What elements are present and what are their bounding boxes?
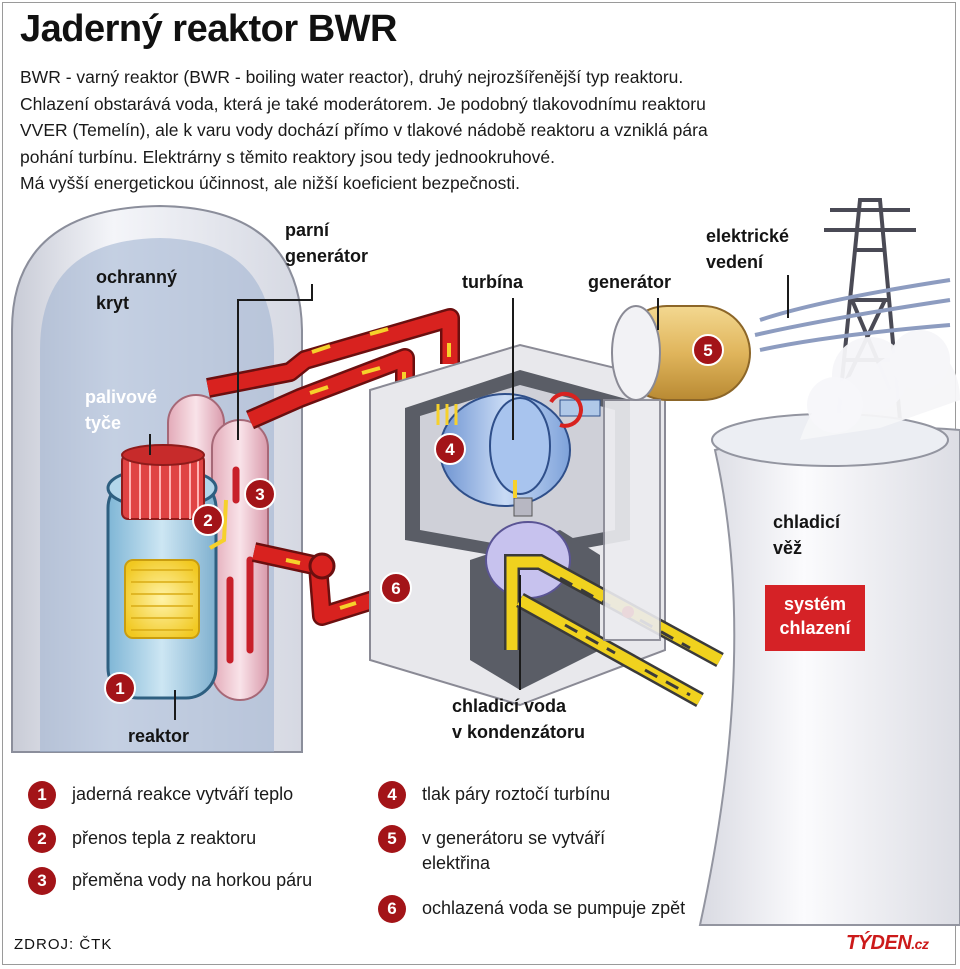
svg-text:6: 6 — [391, 579, 400, 598]
label-elektricke-vedeni: vedení — [706, 252, 764, 272]
legend-badge: 1 — [28, 781, 56, 809]
label-chladici-vez: chladicí — [773, 512, 841, 532]
cooling-system-box — [765, 585, 865, 651]
label-parni-generator: generátor — [285, 246, 368, 266]
intro-line: pohání turbínu. Elektrárny s těmito reak… — [20, 146, 556, 167]
fuel-rods — [121, 444, 205, 520]
legend-badge: 3 — [28, 867, 56, 895]
legend-item-2: 2 přenos tepla z reaktoru — [28, 825, 368, 853]
cooling-tower — [698, 330, 960, 926]
svg-text:5: 5 — [703, 341, 712, 360]
label-ochranny-kryt: ochranný — [96, 267, 177, 287]
legend-text: přeměna vody na horkou páru — [72, 870, 313, 890]
label-chladici-voda: chladicí voda — [452, 696, 567, 716]
legend-item-6: 6 ochlazená voda se pumpuje zpět — [378, 895, 778, 923]
label-palivove-tyce: tyče — [85, 413, 121, 433]
brand-name: TÝDEN — [846, 932, 912, 954]
intro-line: VVER (Temelín), ale k varu vody dochází … — [20, 120, 708, 140]
marker-1: 1 — [104, 672, 136, 704]
label-generator: generátor — [588, 272, 671, 292]
intro-text: BWR - varný reaktor (BWR - boiling water… — [20, 64, 708, 197]
legend-text: tlak páry roztočí turbínu — [422, 784, 611, 804]
legend-item-5: 5 v generátoru se vytváří elektřina — [378, 825, 678, 876]
svg-text:4: 4 — [445, 440, 455, 459]
marker-2: 2 — [192, 504, 224, 536]
legend-badge: 5 — [378, 825, 406, 853]
label-system-chlazeni: chlazení — [779, 618, 851, 638]
label-chladici-voda: v kondenzátoru — [452, 722, 585, 742]
legend-badge: 6 — [378, 895, 406, 923]
brand-tld: .cz — [911, 936, 929, 952]
svg-text:1: 1 — [115, 679, 124, 698]
generator-unit — [603, 305, 751, 641]
label-chladici-vez: věž — [773, 538, 802, 558]
power-pylon — [754, 198, 951, 421]
label-reaktor: reaktor — [128, 726, 189, 746]
page-title: Jaderný reaktor BWR — [20, 8, 397, 50]
legend-item-1: 1 jaderná reakce vytváří teplo — [28, 781, 368, 809]
source-credit: ZDROJ: ČTK — [14, 936, 113, 953]
label-elektricke-vedeni: elektrické — [706, 226, 789, 246]
marker-4: 4 — [434, 433, 466, 465]
intro-line: Má vyšší energetickou účinnost, ale nižš… — [20, 173, 520, 193]
label-ochranny-kryt: kryt — [96, 293, 129, 313]
legend-text: přenos tepla z reaktoru — [72, 828, 257, 848]
label-parni-generator: parní — [285, 220, 330, 240]
label-system-chlazeni: systém — [784, 594, 846, 614]
legend-item-4: 4 tlak páry roztočí turbínu — [378, 781, 698, 809]
legend-badge: 4 — [378, 781, 406, 809]
marker-3: 3 — [244, 478, 276, 510]
label-pointers — [149, 275, 789, 720]
legend-text: v generátoru se vytváří elektřina — [422, 828, 606, 873]
svg-text:3: 3 — [255, 485, 264, 504]
legend-text: ochlazená voda se pumpuje zpět — [422, 898, 686, 918]
svg-text:2: 2 — [203, 511, 212, 530]
brand-logo: TÝDEN.cz — [846, 932, 929, 955]
steam-pipes — [206, 308, 460, 430]
legend-badge: 2 — [28, 825, 56, 853]
turbine — [436, 391, 601, 507]
label-turbina: turbína — [462, 272, 524, 292]
intro-line: Chlazení obstarává voda, která je také m… — [20, 93, 706, 114]
intro-line: BWR - varný reaktor (BWR - boiling water… — [20, 67, 684, 87]
legend-item-3: 3 přeměna vody na horkou páru — [28, 867, 328, 895]
marker-6: 6 — [380, 572, 412, 604]
marker-5: 5 — [692, 334, 724, 366]
label-palivove-tyce: palivové — [85, 387, 157, 407]
legend-text: jaderná reakce vytváří teplo — [72, 784, 294, 804]
